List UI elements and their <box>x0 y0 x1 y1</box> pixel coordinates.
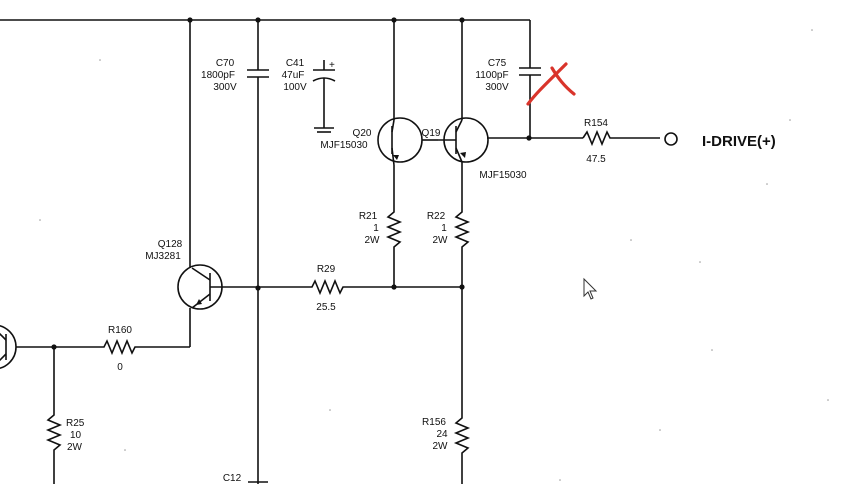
c70-rating: 300V <box>213 82 237 93</box>
capacitor-c12: C12 <box>223 473 268 484</box>
junction-dot <box>255 285 261 291</box>
c75-ref: C75 <box>488 58 507 69</box>
q19-part: MJF15030 <box>479 170 527 181</box>
r25-ref: R25 <box>66 418 85 429</box>
c70-ref: C70 <box>216 58 235 69</box>
r156-value: 24 <box>436 429 448 440</box>
c41-ref: C41 <box>286 58 305 69</box>
q20-ref: Q20 <box>353 128 372 139</box>
resistor-r154: R154 47.5 <box>582 118 660 165</box>
resistor-r22: R22 1 2W <box>427 205 471 288</box>
r25-value: 10 <box>70 430 82 441</box>
resistor-r156: R156 24 2W <box>422 287 471 484</box>
r156-rating: 2W <box>433 441 449 452</box>
junction-dot <box>526 135 532 141</box>
c41-rating: 100V <box>283 82 307 93</box>
output-terminal[interactable] <box>664 132 678 146</box>
r21-rating: 2W <box>365 235 381 246</box>
r25-rating: 2W <box>67 442 83 453</box>
r22-rating: 2W <box>433 235 449 246</box>
transistor-q128: Q128 MJ3281 <box>145 20 258 347</box>
resistor-r29: R29 25.5 <box>258 264 462 313</box>
c41-value: 47uF <box>282 70 305 81</box>
transistor-q19: Q19 MJF15030 <box>422 20 583 205</box>
resistor-r160: R160 0 <box>16 325 190 373</box>
mouse-cursor-icon <box>583 277 598 300</box>
r21-ref: R21 <box>359 211 378 222</box>
r160-value: 0 <box>117 362 123 373</box>
resistor-r25: R25 10 2W <box>45 347 85 484</box>
capacitor-c70: C70 1800pF 300V <box>201 20 269 484</box>
c12-ref: C12 <box>223 473 242 484</box>
capacitor-c41: + C41 47uF 100V <box>282 58 336 133</box>
r22-value: 1 <box>441 223 447 234</box>
r29-ref: R29 <box>317 264 336 275</box>
resistor-r21: R21 1 2W <box>359 205 403 288</box>
c41-polarity: + <box>329 60 335 71</box>
q19-ref: Q19 <box>422 128 441 139</box>
output-label: I-DRIVE(+) <box>702 133 776 150</box>
junction-dot <box>391 284 397 290</box>
q20-part: MJF15030 <box>320 140 368 151</box>
r156-ref: R156 <box>422 417 446 428</box>
c75-rating: 300V <box>485 82 509 93</box>
r21-value: 1 <box>373 223 379 234</box>
transistor-partial-left <box>0 325 17 369</box>
transistor-q20: Q20 MJF15030 <box>320 20 438 205</box>
r154-ref: R154 <box>584 118 608 129</box>
r160-ref: R160 <box>108 325 132 336</box>
r29-value: 25.5 <box>316 302 336 313</box>
c75-value: 1100pF <box>475 70 508 81</box>
q128-part: MJ3281 <box>145 251 181 262</box>
q128-ref: Q128 <box>158 239 183 250</box>
scan-speckles <box>39 29 829 481</box>
r22-ref: R22 <box>427 211 446 222</box>
red-cross-mark <box>526 62 576 106</box>
capacitor-c75: C75 1100pF 300V <box>475 20 541 138</box>
r154-value: 47.5 <box>586 154 606 165</box>
c70-value: 1800pF <box>201 70 235 81</box>
